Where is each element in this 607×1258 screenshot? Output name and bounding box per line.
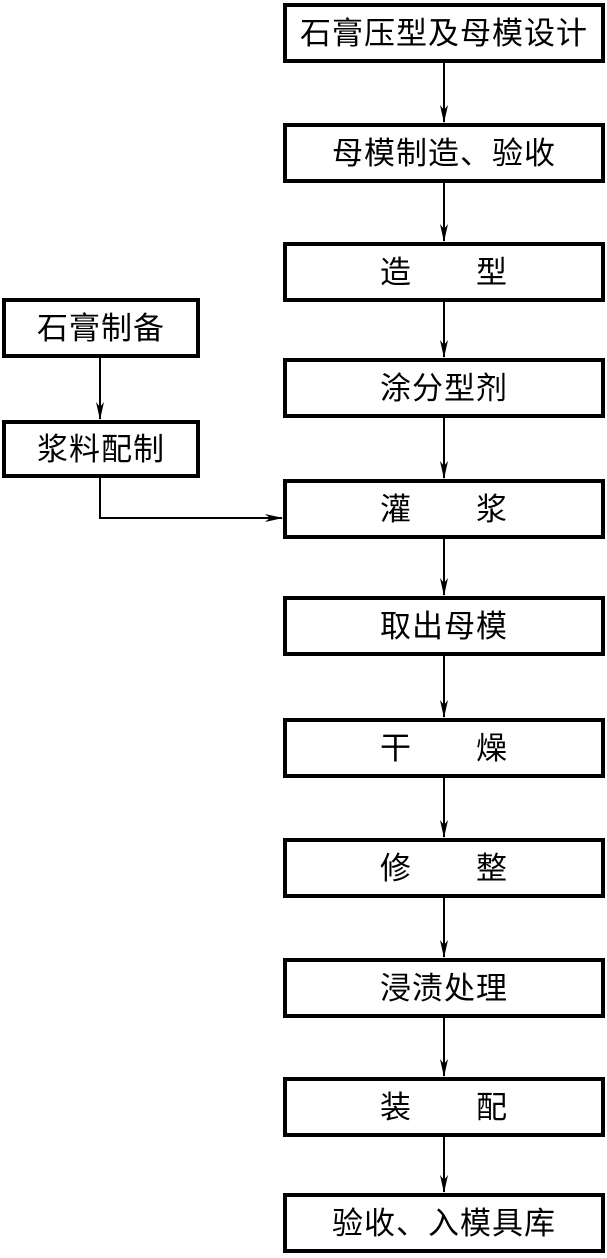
- node-trimming: 修 整: [283, 838, 605, 898]
- node-acceptance-mold-storage: 验收、入模具库: [283, 1193, 605, 1253]
- node-drying: 干 燥: [283, 718, 605, 778]
- node-slip-casting: 灌 浆: [283, 479, 605, 539]
- node-slurry-preparation: 浆料配制: [2, 420, 200, 478]
- node-label: 浆料配制: [37, 431, 165, 467]
- arrow-s2-m5: [99, 478, 283, 522]
- node-remove-master-mold: 取出母模: [283, 596, 605, 656]
- node-label: 母模制造、验收: [332, 135, 556, 171]
- node-label: 装 配: [380, 1089, 508, 1125]
- node-label: 石膏制备: [37, 310, 165, 346]
- node-molding: 造 型: [283, 242, 605, 302]
- node-master-mold-manufacture-inspection: 母模制造、验收: [283, 123, 605, 183]
- node-assembly: 装 配: [283, 1077, 605, 1137]
- node-label: 修 整: [380, 850, 508, 886]
- node-label: 灌 浆: [380, 491, 508, 527]
- node-label: 涂分型剂: [380, 370, 508, 406]
- node-apply-release-agent: 涂分型剂: [283, 358, 605, 418]
- node-label: 干 燥: [380, 730, 508, 766]
- node-plaster-pressing-master-mold-design: 石膏压型及母模设计: [283, 3, 605, 63]
- node-label: 浸渍处理: [380, 970, 508, 1006]
- node-label: 石膏压型及母模设计: [300, 15, 588, 51]
- node-plaster-preparation: 石膏制备: [2, 298, 200, 358]
- node-label: 造 型: [380, 254, 508, 290]
- node-label: 验收、入模具库: [332, 1205, 556, 1241]
- node-impregnation-treatment: 浸渍处理: [283, 958, 605, 1018]
- node-label: 取出母模: [380, 608, 508, 644]
